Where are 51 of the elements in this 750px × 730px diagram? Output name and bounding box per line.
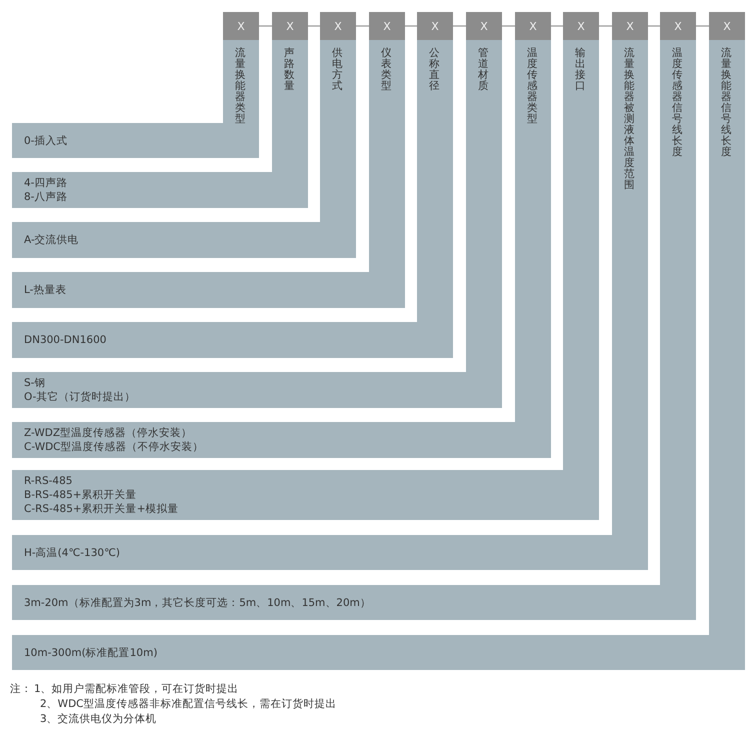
option-text: O-其它（订货时提出） bbox=[24, 390, 136, 404]
option-band bbox=[12, 40, 405, 308]
note-text: 1、如用户需配标准管段，可在订货时提出 bbox=[34, 682, 239, 696]
option-band bbox=[12, 40, 453, 358]
option-text: S-钢 bbox=[24, 376, 46, 390]
code-box: X bbox=[709, 12, 745, 40]
option-text: Z-WDZ型温度传感器（停水安装） bbox=[24, 426, 194, 440]
option-band bbox=[12, 40, 502, 408]
column-heading: 流量换能器类型 bbox=[235, 48, 247, 125]
code-box: X bbox=[320, 12, 356, 40]
option-text: H-高温(4℃-130℃) bbox=[24, 546, 120, 560]
option-band bbox=[12, 40, 648, 570]
option-text: 10m-300m(标准配置10m) bbox=[24, 646, 158, 660]
option-text: 8-八声路 bbox=[24, 190, 68, 204]
code-box: X bbox=[272, 12, 308, 40]
code-box: X bbox=[369, 12, 405, 40]
column-heading: 流量换能器被测液体温度范围 bbox=[624, 48, 636, 191]
column-heading: 温度传感器类型 bbox=[527, 48, 539, 125]
column-heading: 公称直径 bbox=[429, 48, 441, 92]
note-text: 2、WDC型温度传感器非标准配置信号线长，需在订货时提出 bbox=[40, 697, 336, 711]
option-band bbox=[12, 40, 599, 520]
option-text: 3m-20m（标准配置为3m，其它长度可选：5m、10m、15m、20m） bbox=[24, 596, 371, 610]
note-text: 3、交流供电仪为分体机 bbox=[40, 712, 157, 726]
code-box: X bbox=[223, 12, 259, 40]
note-text: 注： bbox=[10, 682, 32, 696]
option-text: C-WDC型温度传感器（不停水安装） bbox=[24, 440, 204, 454]
option-band bbox=[12, 40, 259, 158]
code-box: X bbox=[660, 12, 696, 40]
option-text: R-RS-485 bbox=[24, 474, 74, 488]
option-band bbox=[12, 40, 551, 458]
option-band bbox=[12, 40, 356, 258]
code-box: X bbox=[466, 12, 502, 40]
option-text: 4-四声路 bbox=[24, 176, 68, 190]
option-text: 0-插入式 bbox=[24, 134, 68, 148]
option-text: L-热量表 bbox=[24, 283, 66, 297]
option-text: DN300-DN1600 bbox=[24, 333, 106, 347]
code-box: X bbox=[515, 12, 551, 40]
column-heading: 流量换能器信号线长度 bbox=[721, 48, 733, 158]
column-heading: 输出接口 bbox=[575, 48, 587, 92]
column-heading: 仪表类型 bbox=[381, 48, 393, 92]
column-heading: 管道材质 bbox=[478, 48, 490, 92]
column-heading: 供电方式 bbox=[332, 48, 344, 92]
code-box: X bbox=[563, 12, 599, 40]
option-band bbox=[12, 40, 308, 208]
code-box: X bbox=[612, 12, 648, 40]
option-text: A-交流供电 bbox=[24, 233, 79, 247]
code-box: X bbox=[417, 12, 453, 40]
column-heading: 温度传感器信号线长度 bbox=[672, 48, 684, 158]
option-text: C-RS-485+累积开关量+模拟量 bbox=[24, 502, 179, 516]
option-text: B-RS-485+累积开关量 bbox=[24, 488, 138, 502]
column-heading: 声路数量 bbox=[284, 48, 296, 92]
